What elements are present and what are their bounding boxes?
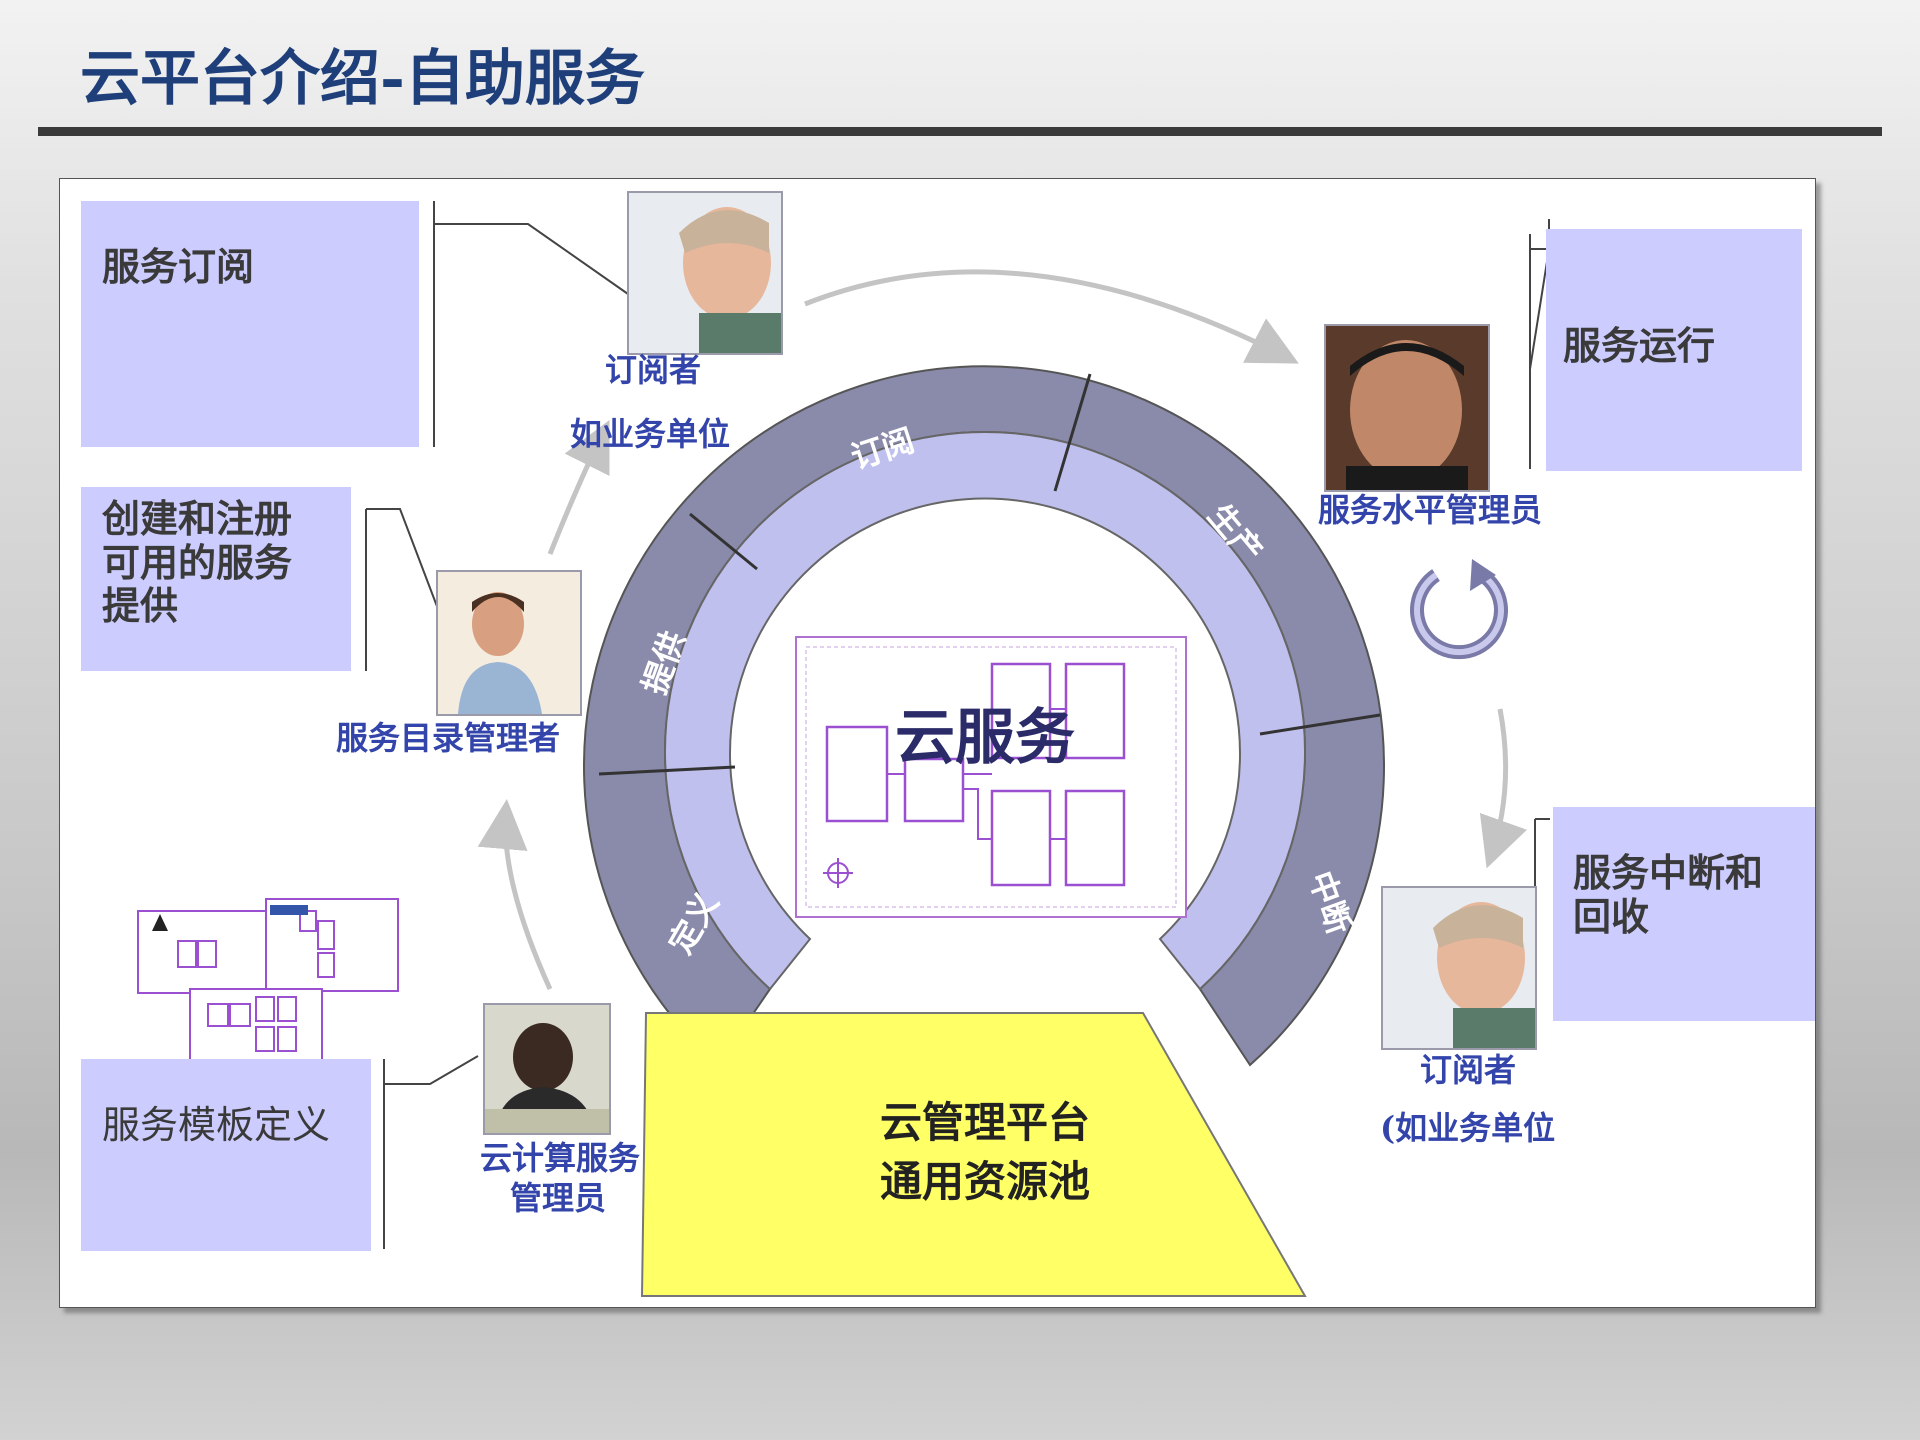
subscriber-top-label: 订阅者: [605, 351, 702, 389]
cloud-service-graphic: [795, 636, 1187, 918]
platform-line2: 通用资源池: [879, 1156, 1090, 1206]
catalog-manager-photo: [436, 570, 582, 716]
template-logo-bar: [270, 905, 308, 915]
stage-box-subscribe: [81, 201, 419, 447]
platform-shape: [640, 1012, 1307, 1297]
service-level-manager-label: 服务水平管理员: [1318, 491, 1543, 529]
stage-label-template: 服务模板定义: [102, 1103, 331, 1147]
platform-line1: 云管理平台: [879, 1098, 1090, 1147]
stage-label-interrupt: 服务中断和回收: [1573, 850, 1764, 939]
catalog-manager-label: 服务目录管理者: [336, 719, 561, 757]
flow-arrows: [477, 269, 1527, 991]
stage-box-create: [81, 487, 351, 671]
service-level-manager-photo: [1324, 324, 1490, 492]
subscriber-bottom-photo: [1381, 886, 1537, 1050]
slide-title: 云平台介绍-自助服务: [80, 44, 645, 114]
cloud-admin-photo: [483, 1003, 611, 1135]
cloud-admin-label-line1: 云计算服务: [480, 1139, 641, 1177]
template-icons: [137, 898, 399, 1072]
subscriber-top-sub-label: 如业务单位: [570, 415, 731, 453]
stage-box-template: [81, 1059, 371, 1251]
linux-icon: [152, 914, 168, 931]
cloud-service-title: 云服务: [895, 703, 1075, 773]
subscriber-bottom-label: 订阅者: [1420, 1051, 1517, 1089]
stage-box-interrupt: [1553, 807, 1815, 1021]
subscriber-top-photo: [627, 191, 783, 355]
diagram-panel: 服务订阅 创建和注册可用的服务提供 服务模板定义 服务运行 服务中断和回收 订阅…: [59, 178, 1816, 1308]
subscriber-bottom-sub-label: (如业务单位: [1380, 1109, 1556, 1147]
title-divider: [38, 127, 1882, 136]
stage-label-create: 创建和注册可用的服务提供: [102, 496, 293, 629]
diagram-graphics: [137, 201, 1550, 1297]
platform-label: 云管理平台 通用资源池: [795, 1094, 1175, 1212]
stage-label-subscribe: 服务订阅: [102, 244, 255, 289]
lifecycle-ring: [583, 365, 1385, 1067]
stage-box-run: [1546, 229, 1802, 471]
stage-label-run: 服务运行: [1563, 323, 1716, 368]
cloud-admin-label-line2: 管理员: [510, 1179, 607, 1217]
cycle-icon: [1410, 559, 1508, 660]
